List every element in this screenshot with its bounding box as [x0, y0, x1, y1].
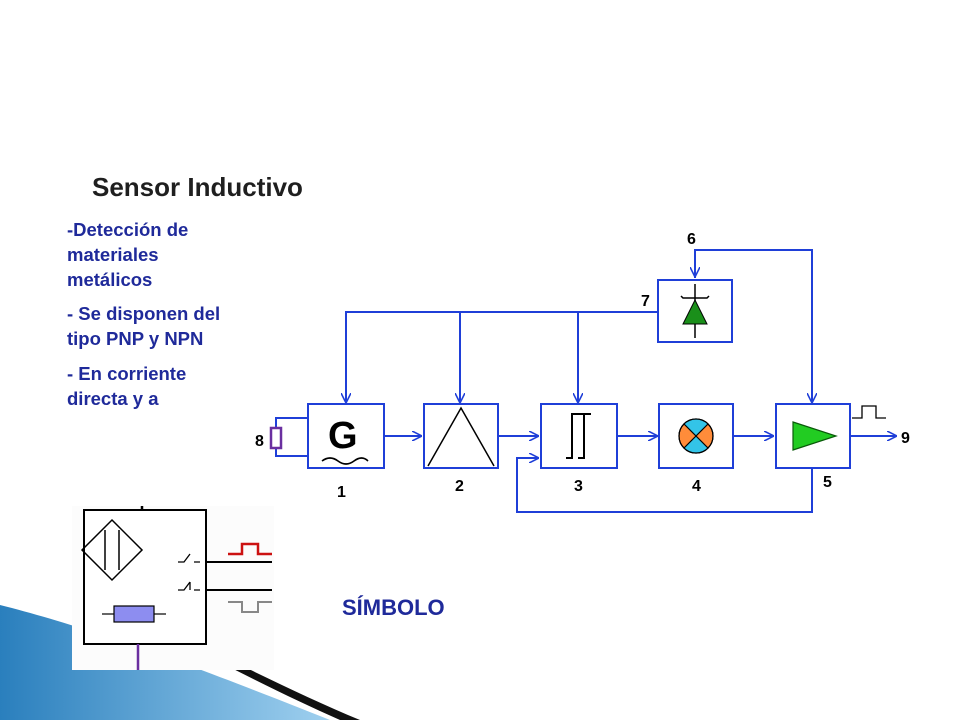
sensor-symbol: [72, 506, 274, 670]
label-6: 6: [687, 231, 696, 248]
coil-icon: [269, 426, 283, 450]
label-2: 2: [455, 478, 464, 495]
label-5: 5: [823, 474, 832, 491]
bullet-item: - Se disponen del tipo PNP y NPN: [67, 303, 221, 350]
lamp-icon: [678, 418, 714, 454]
bullet-item: - En corriente directa y a: [67, 362, 187, 409]
pulse-icon: [852, 405, 886, 419]
bullet-item: -Detección de materiales metálicos: [67, 219, 189, 290]
label-7: 7: [641, 293, 650, 310]
amplifier-icon: [792, 421, 838, 451]
block-4-indicator: [658, 403, 734, 469]
block-1-letter: G: [328, 415, 358, 457]
bullet-list: -Detección de materiales metálicos - Se …: [67, 218, 232, 421]
label-4: 4: [692, 478, 701, 495]
symbol-label: SÍMBOLO: [342, 595, 445, 620]
zener-icon: [680, 284, 710, 338]
block-2-demodulator: [423, 403, 499, 469]
hysteresis-icon: [566, 413, 591, 459]
slide-title: Sensor Inductivo: [92, 172, 303, 202]
block-1-oscillator: [307, 403, 385, 469]
sine-wave-icon: [321, 457, 369, 465]
label-1: 1: [337, 484, 346, 501]
label-8: 8: [255, 433, 264, 450]
triangle-icon: [427, 406, 495, 467]
label-9: 9: [901, 430, 910, 447]
label-3: 3: [574, 478, 583, 495]
